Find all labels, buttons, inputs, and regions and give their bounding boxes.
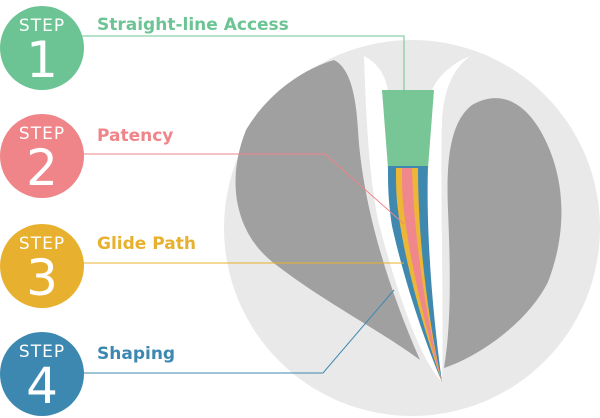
step-2-word: STEP <box>18 124 66 144</box>
step-1-badge: STEP 1 <box>0 6 84 90</box>
tooth-wall-left <box>235 60 420 360</box>
step-3-number: 3 <box>26 249 58 307</box>
step-1-number: 1 <box>26 31 58 89</box>
leader-line-4 <box>82 289 395 374</box>
step-2-number: 2 <box>26 139 58 197</box>
access-cavity <box>382 90 434 168</box>
step-4-badge: STEP 4 <box>0 332 84 416</box>
step-3-badge: STEP 3 <box>0 224 84 308</box>
step-3-label: Glide Path <box>97 234 196 254</box>
step-4-number: 4 <box>26 357 58 415</box>
step-1-word: STEP <box>18 16 66 36</box>
canal-patency <box>402 168 442 382</box>
step-3-word: STEP <box>18 234 66 254</box>
step-4-word: STEP <box>18 342 66 362</box>
tooth-wall-right <box>444 98 562 369</box>
step-4-label: Shaping <box>97 344 176 364</box>
leader-line-2 <box>82 153 405 225</box>
step-2-badge: STEP 2 <box>0 114 84 198</box>
step-2-label: Patency <box>97 126 174 146</box>
step-1-label: Straight-line Access <box>97 15 289 35</box>
leader-line-1 <box>82 35 405 94</box>
